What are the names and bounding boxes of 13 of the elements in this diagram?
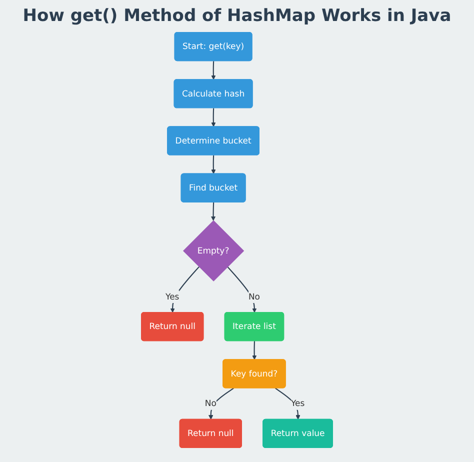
edge-label: Yes xyxy=(166,291,180,302)
arrow xyxy=(211,108,216,127)
arrow xyxy=(211,61,216,80)
diagram-title: How get() Method of HashMap Works in Java xyxy=(22,6,452,26)
node-diamond: Empty? xyxy=(183,220,244,282)
arrow xyxy=(211,155,216,174)
arrow xyxy=(170,266,200,313)
edge-label: No xyxy=(204,398,216,408)
arrow xyxy=(210,202,216,221)
edge-label: No xyxy=(248,291,260,302)
arrow xyxy=(208,388,234,420)
arrow xyxy=(252,341,257,360)
edge-label: Yes xyxy=(290,398,305,408)
